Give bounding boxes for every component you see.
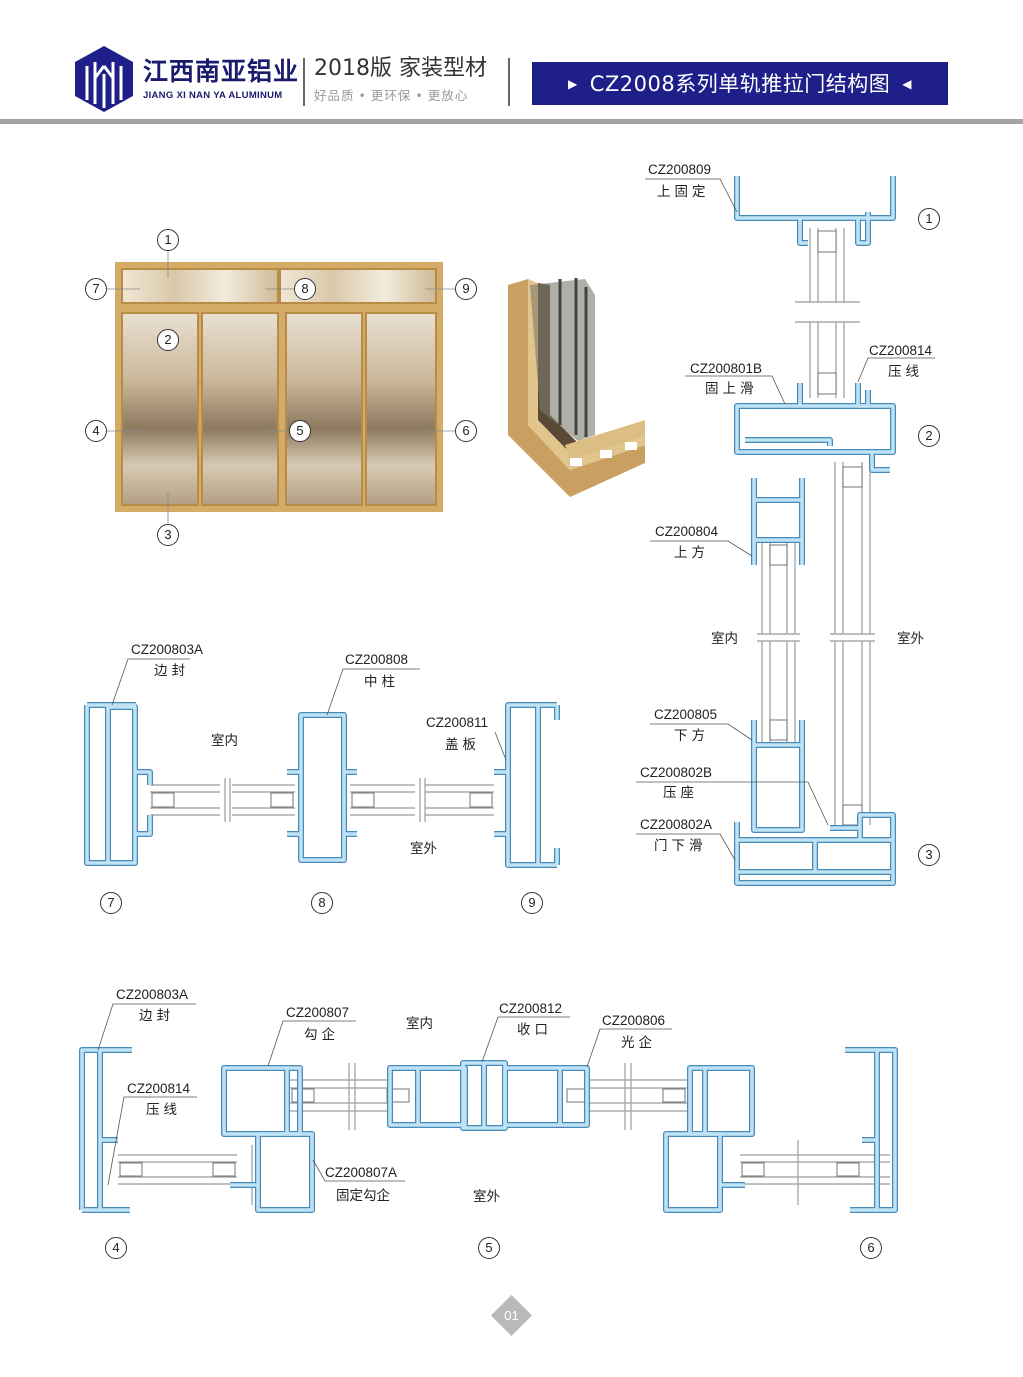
callout-6: 6 xyxy=(860,1237,882,1259)
page-title: CZ2008系列单轨推拉门结构图 xyxy=(589,71,891,96)
indoor-label: 室内 xyxy=(406,1016,433,1032)
edition-label: 2018版 家装型材 xyxy=(314,56,487,81)
part-code: CZ200802B xyxy=(640,765,713,780)
sliding-pane xyxy=(201,312,279,506)
outdoor-label: 室外 xyxy=(897,631,924,647)
callout-9: 9 xyxy=(521,892,543,914)
outdoor-label: 室外 xyxy=(473,1189,500,1205)
callout-3: 3 xyxy=(918,844,940,866)
part-name: 门下滑 xyxy=(654,838,707,854)
part-code: CZ200806 xyxy=(602,1013,666,1028)
callout-2: 2 xyxy=(918,425,940,447)
callout-3: 3 xyxy=(157,524,179,546)
header-divider xyxy=(303,58,305,106)
spacer-boxes xyxy=(119,230,863,1177)
play-marker-icon: ▶ xyxy=(568,76,578,91)
callout-4: 4 xyxy=(105,1237,127,1259)
callout-7: 7 xyxy=(100,892,122,914)
header-divider xyxy=(508,58,510,106)
callout-6: 6 xyxy=(455,420,477,442)
part-name: 压线 xyxy=(146,1102,181,1118)
callout-8: 8 xyxy=(311,892,333,914)
part-name: 边封 xyxy=(154,663,189,679)
part-name: 勾企 xyxy=(304,1027,339,1043)
transom-pane xyxy=(121,268,279,304)
fixed-pane xyxy=(365,312,437,506)
callout-5: 5 xyxy=(289,420,311,442)
callout-2: 2 xyxy=(157,329,179,351)
header-rule xyxy=(0,119,1023,124)
back-marker-icon: ◀ xyxy=(902,76,912,91)
part-name: 下方 xyxy=(674,728,709,744)
slogan-separator: • xyxy=(358,88,367,103)
part-name: 光企 xyxy=(621,1035,656,1051)
part-name: 上固定 xyxy=(657,184,710,200)
slogan: 好品质•更环保•更放心 xyxy=(314,88,468,103)
callout-7: 7 xyxy=(85,278,107,300)
part-code: CZ200809 xyxy=(648,162,712,177)
outdoor-label: 室外 xyxy=(410,841,437,857)
indoor-label: 室内 xyxy=(711,631,738,647)
part-code: CZ200811 xyxy=(426,715,489,730)
brand-name-cn: 江西南亚铝业 xyxy=(143,57,300,86)
part-name: 压座 xyxy=(663,785,698,801)
part-code: CZ200802A xyxy=(640,817,713,832)
slogan-item: 更放心 xyxy=(427,88,469,103)
callout-4: 4 xyxy=(85,420,107,442)
part-name: 固上滑 xyxy=(705,381,758,397)
indoor-label: 室内 xyxy=(211,733,238,749)
callout-5: 5 xyxy=(478,1237,500,1259)
part-code: CZ200807 xyxy=(286,1005,350,1020)
part-code: CZ200805 xyxy=(654,707,718,722)
part-name: 上方 xyxy=(674,545,709,561)
company-logo-icon xyxy=(75,46,133,112)
brand-name-en: JIANG XI NAN YA ALUMINUM xyxy=(143,90,283,101)
callout-9: 9 xyxy=(455,278,477,300)
part-code: CZ200803A xyxy=(131,642,204,657)
profile-corner-3d-render xyxy=(508,278,645,497)
part-code: CZ200807A xyxy=(325,1165,398,1180)
slogan-item: 更环保 xyxy=(370,88,412,103)
part-name: 中柱 xyxy=(364,674,399,690)
door-photo xyxy=(115,262,443,512)
part-code: CZ200814 xyxy=(869,343,933,358)
title-banner: ▶ CZ2008系列单轨推拉门结构图 ◀ xyxy=(532,62,948,105)
part-code: CZ200803A xyxy=(116,987,189,1002)
part-name: 盖板 xyxy=(445,737,480,753)
part-code: CZ200808 xyxy=(345,652,409,667)
callout-1: 1 xyxy=(918,208,940,230)
callout-1: 1 xyxy=(157,229,179,251)
slogan-item: 好品质 xyxy=(314,88,355,103)
part-code: CZ200804 xyxy=(655,524,719,539)
page-number: 01 xyxy=(504,1308,519,1323)
part-code: CZ200814 xyxy=(127,1081,191,1096)
sliding-pane xyxy=(285,312,363,506)
slogan-separator: • xyxy=(415,88,424,103)
part-name: 边封 xyxy=(139,1008,174,1024)
part-code: CZ200801B xyxy=(690,361,763,376)
part-name: 固定勾企 xyxy=(336,1188,390,1204)
part-code: CZ200812 xyxy=(499,1001,563,1016)
part-name: 收口 xyxy=(517,1022,552,1038)
callout-8: 8 xyxy=(294,278,316,300)
part-name: 压线 xyxy=(888,364,923,380)
